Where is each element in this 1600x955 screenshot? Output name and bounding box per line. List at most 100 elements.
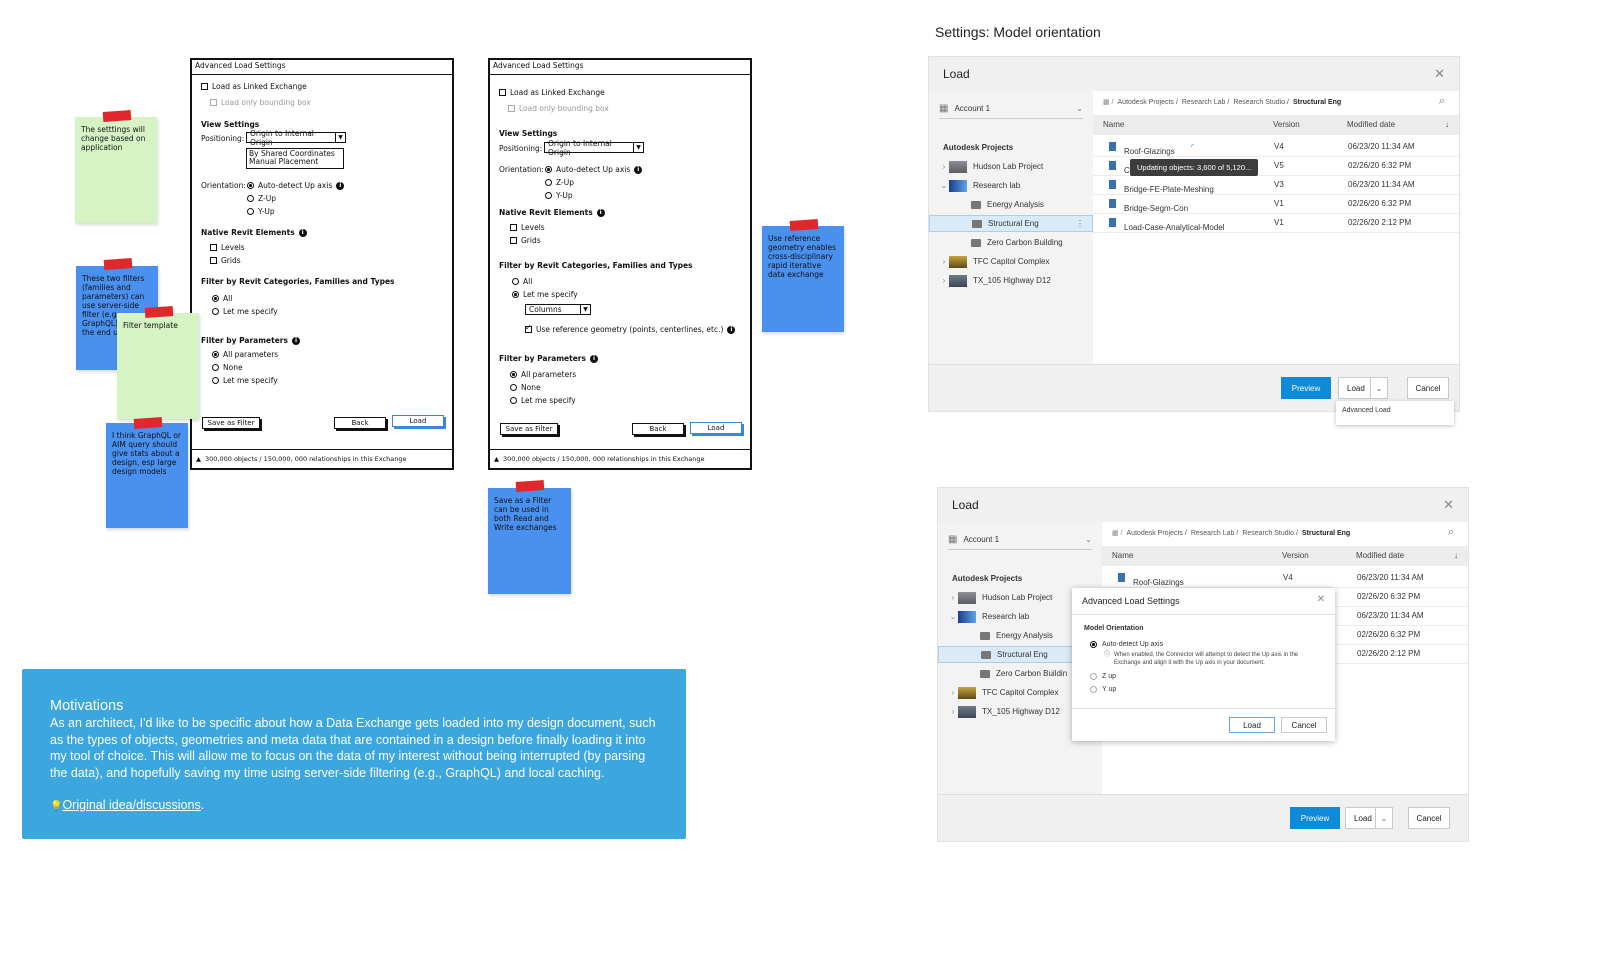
radio[interactable] xyxy=(510,397,517,404)
load-button[interactable]: Load xyxy=(690,422,742,434)
original-idea-link[interactable]: Original idea/discussions xyxy=(62,798,201,812)
col-version[interactable]: Version xyxy=(1282,551,1309,560)
tree-item-energy[interactable]: Energy Analysis xyxy=(938,627,1102,644)
tree-item-research-lab[interactable]: ⌄Research lab xyxy=(938,608,1102,625)
radio[interactable] xyxy=(212,351,219,358)
tree-item-zero-carbon[interactable]: Zero Carbon Buildin xyxy=(938,665,1102,682)
save-filter-button[interactable]: Save as Filter xyxy=(202,417,260,429)
close-icon[interactable]: ✕ xyxy=(1443,497,1454,512)
radio[interactable] xyxy=(545,192,552,199)
adv-auto-option[interactable]: Auto-detect Up axis xyxy=(1090,641,1163,648)
orient-z[interactable]: Z-Up xyxy=(247,194,276,203)
breadcrumb-item[interactable]: Research Studio / xyxy=(1233,98,1289,106)
checkbox[interactable] xyxy=(499,89,506,96)
radio[interactable] xyxy=(545,179,552,186)
tree-item-tx105[interactable]: ›TX_105 Highway D12 xyxy=(938,703,1102,720)
adv-y-option[interactable]: Y up xyxy=(1090,686,1116,693)
col-name[interactable]: Name xyxy=(1112,551,1134,560)
preview-button[interactable]: Preview xyxy=(1281,377,1331,399)
params-all[interactable]: All parameters xyxy=(212,350,278,359)
search-icon[interactable]: ⌕ xyxy=(1438,95,1445,107)
radio[interactable] xyxy=(512,291,519,298)
tree-item-energy[interactable]: Energy Analysis xyxy=(929,196,1093,213)
tree-item-structural[interactable]: Structural Eng xyxy=(938,646,1102,663)
checkbox[interactable] xyxy=(210,257,217,264)
orient-y[interactable]: Y-Up xyxy=(247,207,275,216)
cat-all[interactable]: All xyxy=(512,277,532,286)
cat-let-me[interactable]: Let me specify xyxy=(512,290,578,299)
params-let-me[interactable]: Let me specify xyxy=(510,396,576,405)
tree-item-tfc[interactable]: ›TFC Capitol Complex xyxy=(929,253,1093,270)
load-button[interactable]: Load xyxy=(392,415,444,427)
cat-all[interactable]: All xyxy=(212,294,232,303)
close-icon[interactable]: ✕ xyxy=(1316,594,1325,605)
orient-z[interactable]: Z-Up xyxy=(545,178,574,187)
adv-load-button[interactable]: Load xyxy=(1229,717,1275,733)
params-let-me[interactable]: Let me specify xyxy=(212,376,278,385)
tree-item-research-lab[interactable]: ⌄Research lab xyxy=(929,177,1093,194)
load-bbox-row[interactable]: Load only bounding box xyxy=(210,98,311,107)
cancel-button[interactable]: Cancel xyxy=(1407,377,1449,399)
cat-let-me[interactable]: Let me specify xyxy=(212,307,278,316)
radio[interactable] xyxy=(1090,641,1097,648)
positioning-select[interactable]: Origin to Internal Origin▼ xyxy=(246,129,346,147)
cancel-button[interactable]: Cancel xyxy=(1408,807,1450,829)
levels-row[interactable]: Levels xyxy=(510,223,545,232)
radio[interactable] xyxy=(247,208,254,215)
checkbox[interactable] xyxy=(210,99,217,106)
breadcrumb-item[interactable]: Research Studio / xyxy=(1242,529,1298,537)
load-split-button[interactable]: Load⌄ xyxy=(1338,377,1388,399)
load-bbox-row[interactable]: Load only bounding box xyxy=(508,104,609,113)
load-linked-row[interactable]: Load as Linked Exchange xyxy=(201,82,307,91)
breadcrumb-item[interactable]: Research Lab / xyxy=(1190,529,1239,537)
checkbox[interactable] xyxy=(201,83,208,90)
params-all[interactable]: All parameters xyxy=(510,370,576,379)
grids-row[interactable]: Grids xyxy=(210,256,241,265)
radio[interactable] xyxy=(247,195,254,202)
back-button[interactable]: Back xyxy=(334,417,386,429)
account-select[interactable]: ▦ Account 1 ⌄ xyxy=(948,529,1092,550)
radio[interactable] xyxy=(212,308,219,315)
col-modified[interactable]: Modified date xyxy=(1356,551,1405,560)
col-modified[interactable]: Modified date xyxy=(1347,120,1396,129)
col-name[interactable]: Name xyxy=(1103,120,1125,129)
checkbox[interactable] xyxy=(510,237,517,244)
tree-item-hudson[interactable]: ›Hudson Lab Project xyxy=(929,158,1093,175)
tree-item-zero-carbon[interactable]: Zero Carbon Building xyxy=(929,234,1093,251)
sort-down-icon[interactable]: ↓ xyxy=(1454,551,1458,560)
use-ref-row[interactable]: Use reference geometry (points, centerli… xyxy=(525,323,736,334)
params-none[interactable]: None xyxy=(212,363,243,372)
columns-select[interactable]: Columns▼ xyxy=(525,304,591,315)
menu-item-advanced-load[interactable]: Advanced Load xyxy=(1342,407,1391,414)
chevron-down-icon[interactable]: ⌄ xyxy=(1375,808,1392,828)
col-version[interactable]: Version xyxy=(1273,120,1300,129)
preview-button[interactable]: Preview xyxy=(1290,807,1340,829)
close-icon[interactable]: ✕ xyxy=(1434,66,1445,81)
radio[interactable] xyxy=(247,182,254,189)
levels-row[interactable]: Levels xyxy=(210,243,245,252)
breadcrumb-item[interactable]: Autodesk Projects / xyxy=(1117,98,1178,106)
account-select[interactable]: ▦ Account 1 ⌄ xyxy=(939,98,1083,119)
back-button[interactable]: Back xyxy=(632,423,684,435)
radio[interactable] xyxy=(510,384,517,391)
radio[interactable] xyxy=(1090,686,1097,693)
search-icon[interactable]: ⌕ xyxy=(1447,526,1454,538)
checkbox[interactable] xyxy=(210,244,217,251)
radio[interactable] xyxy=(212,377,219,384)
radio[interactable] xyxy=(212,295,219,302)
radio[interactable] xyxy=(510,371,517,378)
breadcrumb-item[interactable]: Autodesk Projects / xyxy=(1126,529,1187,537)
adv-z-option[interactable]: Z up xyxy=(1090,673,1116,680)
checkbox[interactable] xyxy=(510,224,517,231)
option[interactable]: Manual Placement xyxy=(249,157,319,166)
radio[interactable] xyxy=(545,166,552,173)
tree-item-tx105[interactable]: ›TX_105 Highway D12 xyxy=(929,272,1093,289)
